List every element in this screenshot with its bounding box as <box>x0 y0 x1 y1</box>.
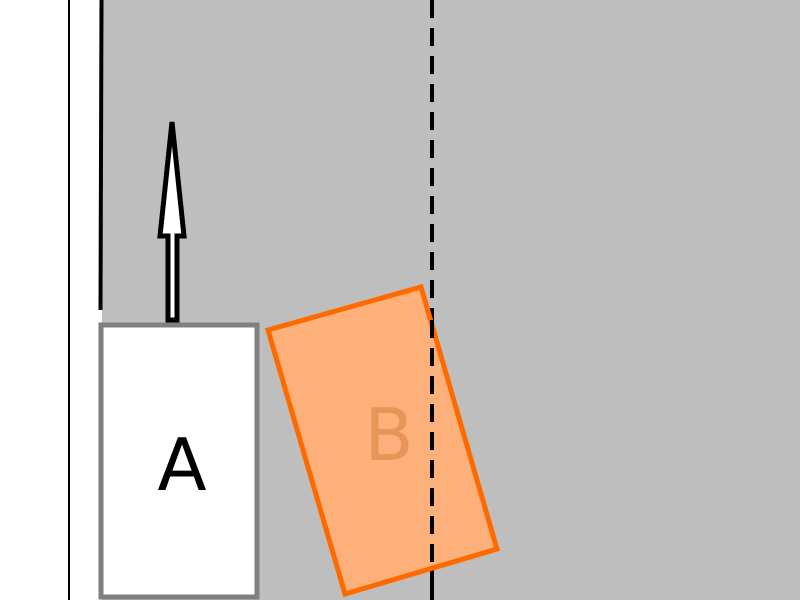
vehicle-a-body <box>98 322 260 600</box>
vehicle-a-label: A <box>157 423 206 507</box>
vehicle-b: B <box>264 283 501 598</box>
vehicle-a: A <box>98 322 260 600</box>
direction-arrow-icon <box>157 121 187 323</box>
curb-line <box>98 0 104 311</box>
vehicle-b-body <box>264 283 501 598</box>
vehicle-b-label: B <box>364 393 413 477</box>
